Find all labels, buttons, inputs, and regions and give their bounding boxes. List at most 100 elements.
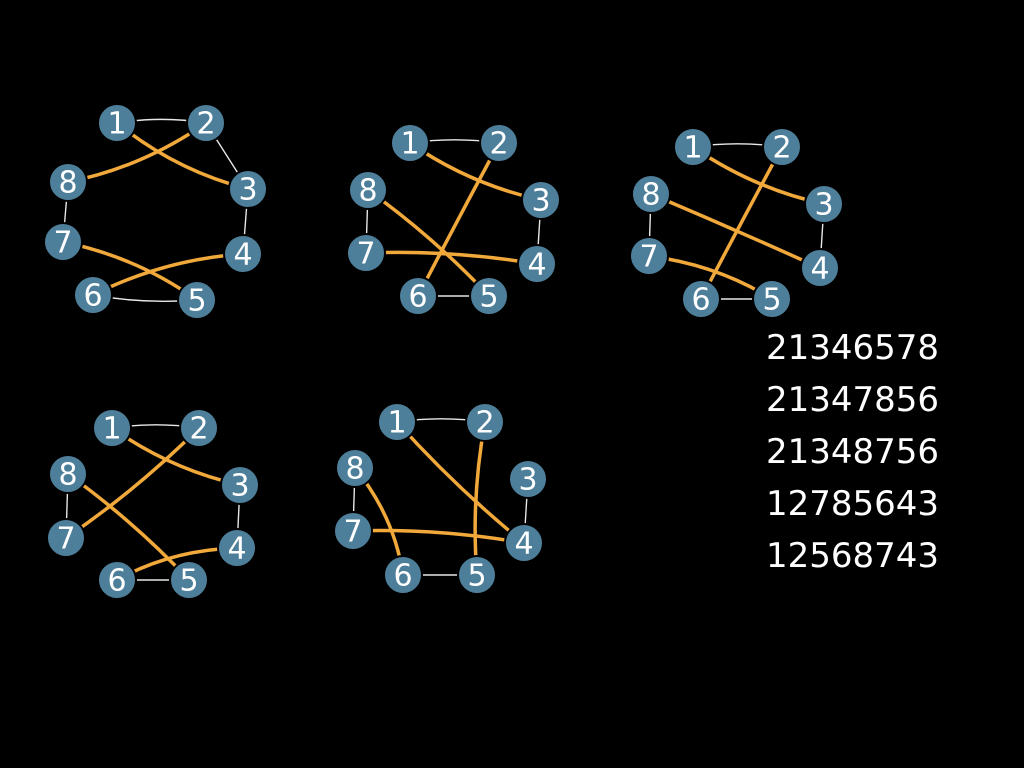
node-label: 1 xyxy=(107,107,126,142)
node-label: 6 xyxy=(83,279,102,314)
node-label: 2 xyxy=(489,127,508,162)
node-5: 5 xyxy=(177,280,217,320)
node-circle xyxy=(521,180,561,220)
node-label: 4 xyxy=(810,252,829,287)
node-label: 6 xyxy=(393,559,412,594)
node-label: 7 xyxy=(56,522,75,557)
node-1: 1 xyxy=(673,127,713,167)
sequence-item: 12568743 xyxy=(766,536,940,576)
node-2: 2 xyxy=(179,408,219,448)
node-1: 1 xyxy=(92,408,132,448)
orange-edge-1-3 xyxy=(115,121,250,191)
node-label: 6 xyxy=(107,564,126,599)
orange-edge-1-3 xyxy=(408,141,543,202)
node-3: 3 xyxy=(521,180,561,220)
node-5: 5 xyxy=(469,276,509,316)
sequence-item: 21347856 xyxy=(766,380,940,420)
node-label: 1 xyxy=(387,406,406,441)
node-circle xyxy=(465,402,505,442)
node-label: 7 xyxy=(343,515,362,550)
node-2: 2 xyxy=(465,402,505,442)
orange-edge-4-7 xyxy=(351,528,526,545)
orange-edge-2-8 xyxy=(66,121,208,184)
sequence-item: 21348756 xyxy=(766,432,940,472)
node-circle xyxy=(390,123,430,163)
orange-edge-1-3 xyxy=(691,145,826,206)
node-1: 1 xyxy=(390,123,430,163)
node-circle xyxy=(804,184,844,224)
node-label: 8 xyxy=(345,452,364,487)
node-label: 2 xyxy=(196,107,215,142)
node-5: 5 xyxy=(457,555,497,595)
node-7: 7 xyxy=(46,518,86,558)
node-4: 4 xyxy=(217,528,257,568)
node-label: 2 xyxy=(772,131,791,166)
node-3: 3 xyxy=(804,184,844,224)
node-circle xyxy=(97,103,137,143)
node-4: 4 xyxy=(504,523,544,563)
node-5: 5 xyxy=(169,560,209,600)
node-label: 5 xyxy=(179,564,198,599)
node-circle xyxy=(377,402,417,442)
node-label: 4 xyxy=(514,527,533,562)
node-circle xyxy=(92,408,132,448)
node-label: 8 xyxy=(58,458,77,493)
graph-diagram-4: 1 23 45 67 8 xyxy=(46,408,260,600)
node-8: 8 xyxy=(631,174,671,214)
node-label: 7 xyxy=(639,240,658,275)
node-label: 3 xyxy=(518,463,537,498)
node-label: 1 xyxy=(102,412,121,447)
orange-edge-4-8 xyxy=(649,192,822,270)
orange-edge-2-6 xyxy=(416,141,501,298)
node-7: 7 xyxy=(629,236,669,276)
node-label: 6 xyxy=(408,280,427,315)
node-circle xyxy=(335,448,375,488)
node-8: 8 xyxy=(335,448,375,488)
node-2: 2 xyxy=(479,123,519,163)
node-label: 5 xyxy=(467,559,486,594)
node-circle xyxy=(631,174,671,214)
node-circle xyxy=(469,276,509,316)
node-label: 5 xyxy=(187,284,206,319)
node-circle xyxy=(398,276,438,316)
node-circle xyxy=(800,248,840,288)
node-label: 5 xyxy=(762,283,781,318)
node-label: 4 xyxy=(227,532,246,567)
node-4: 4 xyxy=(517,244,557,284)
node-5: 5 xyxy=(752,279,792,319)
node-circle xyxy=(46,518,86,558)
node-4: 4 xyxy=(800,248,840,288)
node-circle xyxy=(73,275,113,315)
node-6: 6 xyxy=(383,555,423,595)
node-label: 2 xyxy=(475,406,494,441)
orange-edge-4-6 xyxy=(91,252,245,297)
node-circle xyxy=(762,127,802,167)
node-label: 7 xyxy=(53,226,72,261)
sequence-item: 21346578 xyxy=(766,328,940,368)
node-label: 4 xyxy=(233,238,252,273)
node-label: 7 xyxy=(356,237,375,272)
node-circle xyxy=(681,279,721,319)
node-3: 3 xyxy=(228,169,268,209)
node-label: 2 xyxy=(189,412,208,447)
node-circle xyxy=(220,465,260,505)
node-label: 6 xyxy=(691,283,710,318)
node-6: 6 xyxy=(97,560,137,600)
node-label: 1 xyxy=(400,127,419,162)
node-label: 8 xyxy=(641,178,660,213)
node-label: 3 xyxy=(531,184,550,219)
node-circle xyxy=(223,234,263,274)
node-8: 8 xyxy=(48,162,88,202)
node-circle xyxy=(673,127,713,167)
node-6: 6 xyxy=(398,276,438,316)
node-circle xyxy=(217,528,257,568)
node-1: 1 xyxy=(377,402,417,442)
node-6: 6 xyxy=(681,279,721,319)
node-circle xyxy=(169,560,209,600)
node-label: 4 xyxy=(527,248,546,283)
node-circle xyxy=(457,555,497,595)
node-circle xyxy=(97,560,137,600)
node-label: 1 xyxy=(683,131,702,166)
node-3: 3 xyxy=(220,465,260,505)
node-label: 8 xyxy=(58,166,77,201)
